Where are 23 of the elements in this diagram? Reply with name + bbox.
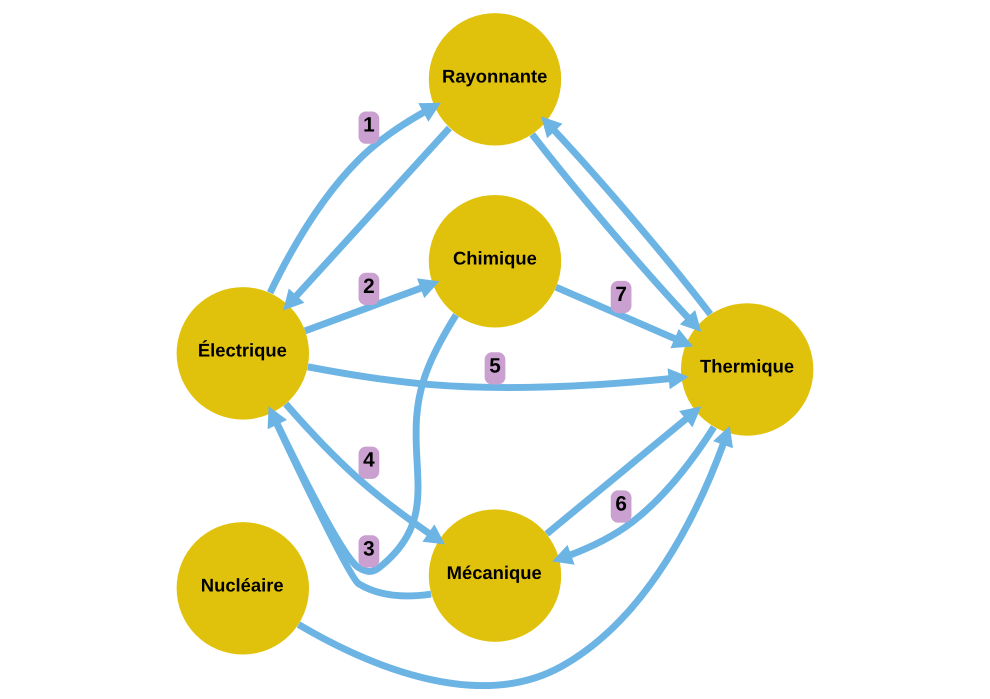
arrow xyxy=(268,313,459,575)
arrow xyxy=(530,132,702,332)
arrow xyxy=(296,426,733,689)
arrow xyxy=(541,116,713,316)
edge-label: 3 xyxy=(363,537,375,560)
arrow xyxy=(304,278,440,334)
edge-label: 4 xyxy=(363,448,375,472)
edge-label: 5 xyxy=(489,354,501,378)
arrow xyxy=(552,425,717,565)
edge-label: 2 xyxy=(363,274,375,298)
node-circle: Chimique xyxy=(428,195,562,328)
arrow xyxy=(544,406,702,537)
node-circle: Mécanique xyxy=(428,509,562,642)
arrow xyxy=(283,402,445,544)
arrow xyxy=(554,284,694,348)
node-circle: Nucléaire xyxy=(176,522,310,654)
arrow xyxy=(307,363,689,391)
edge-label: 1 xyxy=(363,114,375,137)
arrow xyxy=(267,102,441,294)
arrow xyxy=(268,406,432,600)
arrow xyxy=(283,126,452,310)
edge-label: 7 xyxy=(615,282,627,306)
edge-label: 6 xyxy=(615,492,627,516)
